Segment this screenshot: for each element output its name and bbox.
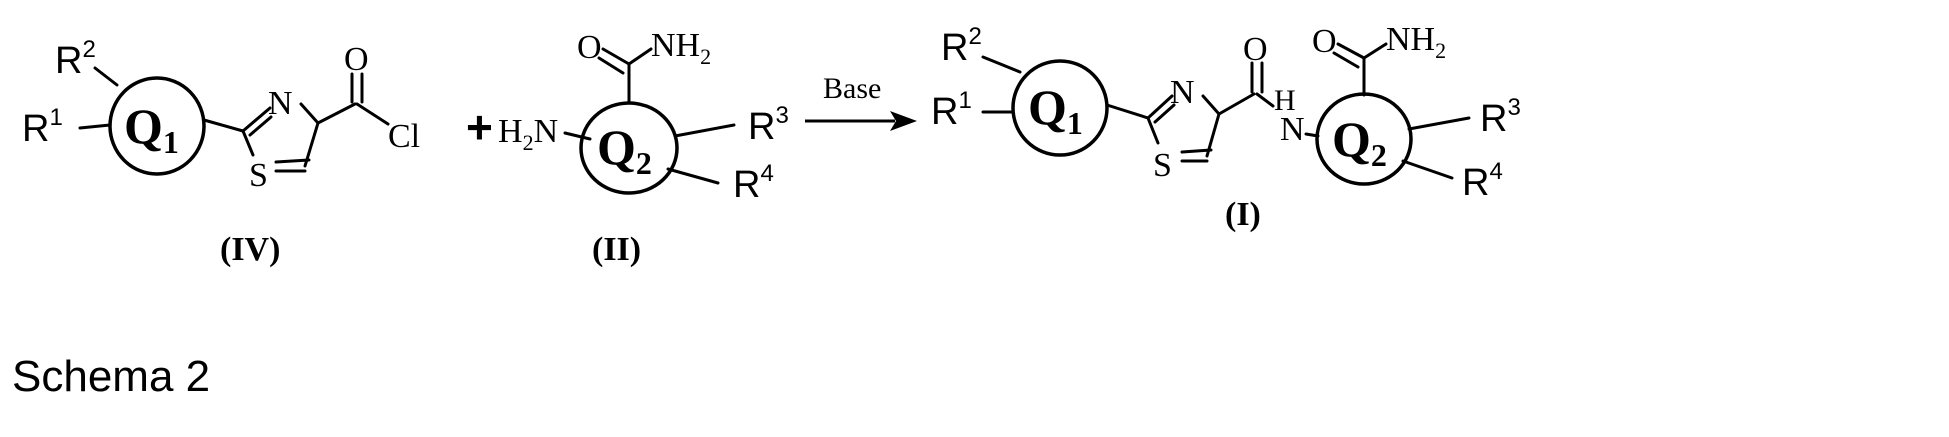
product-r2-label: R2 (941, 23, 982, 69)
amide-cn-bond (629, 49, 651, 64)
r4-bond (668, 169, 718, 183)
r1-bond (80, 125, 110, 128)
amide-o-label: O (577, 29, 602, 66)
acyl-bond (318, 104, 355, 123)
chloride-label: Cl (388, 118, 420, 155)
compound-label-ii: (II) (592, 231, 641, 268)
product-r3-bond (1409, 118, 1469, 129)
r1-label: R1 (22, 104, 63, 150)
base-reagent-label: Base (823, 72, 881, 105)
product-q2-ring-label: Q2 (1332, 111, 1387, 173)
q1-thiazole-bond (204, 120, 243, 131)
product-r2-bond (983, 57, 1020, 72)
r3-label: R3 (748, 102, 789, 148)
carbonyl-o-label: O (344, 41, 369, 78)
q1-ring-label: Q1 (124, 98, 179, 160)
product-r4-label: R4 (1462, 158, 1503, 204)
amine-bond (565, 133, 590, 139)
product-q1-ring-label: Q1 (1028, 79, 1083, 141)
reactant-iv: Q1 R2 R1 N S O Cl (IV) (22, 36, 420, 268)
product-amide-o-label: O (1312, 23, 1337, 60)
q2-ring-label: Q2 (597, 119, 652, 181)
thiazole-s-label: S (249, 157, 268, 194)
product-q1-thiazole-bond (1107, 105, 1148, 118)
product-i: Q1 R2 R1 N S O H N Q2 (931, 21, 1521, 233)
c-cl-bond (357, 104, 388, 124)
product-amide-co-bond-b (1334, 53, 1358, 67)
product-thiazole-n-label: N (1170, 74, 1195, 111)
r4-label: R4 (733, 160, 774, 206)
scheme-caption: Schema 2 (12, 352, 210, 402)
linker-n-label: N (1280, 111, 1305, 148)
product-amide-cn-bond (1364, 44, 1386, 58)
product-amide-nh2-label: NH2 (1386, 21, 1446, 63)
product-r1-label: R1 (931, 87, 972, 133)
plus-sign: + (466, 101, 493, 153)
amide-co-bond-b (599, 58, 623, 73)
reactant-ii: Q2 H2N O NH2 R3 R4 (II) (498, 27, 789, 268)
r3-bond (675, 125, 734, 136)
linker-carbonyl-o-label: O (1243, 31, 1268, 68)
linker-cn-bond (1257, 94, 1273, 106)
product-r3-label: R3 (1480, 94, 1521, 140)
reaction-arrow (805, 111, 917, 131)
linker-c-bond (1219, 94, 1254, 114)
product-r4-bond (1403, 161, 1452, 178)
amide-nh2-label: NH2 (651, 27, 711, 69)
amine-label: H2N (498, 113, 558, 155)
thiazole-n-label: N (268, 85, 293, 122)
r2-bond (95, 68, 117, 85)
r2-label: R2 (55, 36, 96, 82)
compound-label-iv: (IV) (220, 231, 280, 268)
compound-label-i: (I) (1225, 196, 1261, 233)
product-thiazole-s-label: S (1153, 147, 1172, 184)
